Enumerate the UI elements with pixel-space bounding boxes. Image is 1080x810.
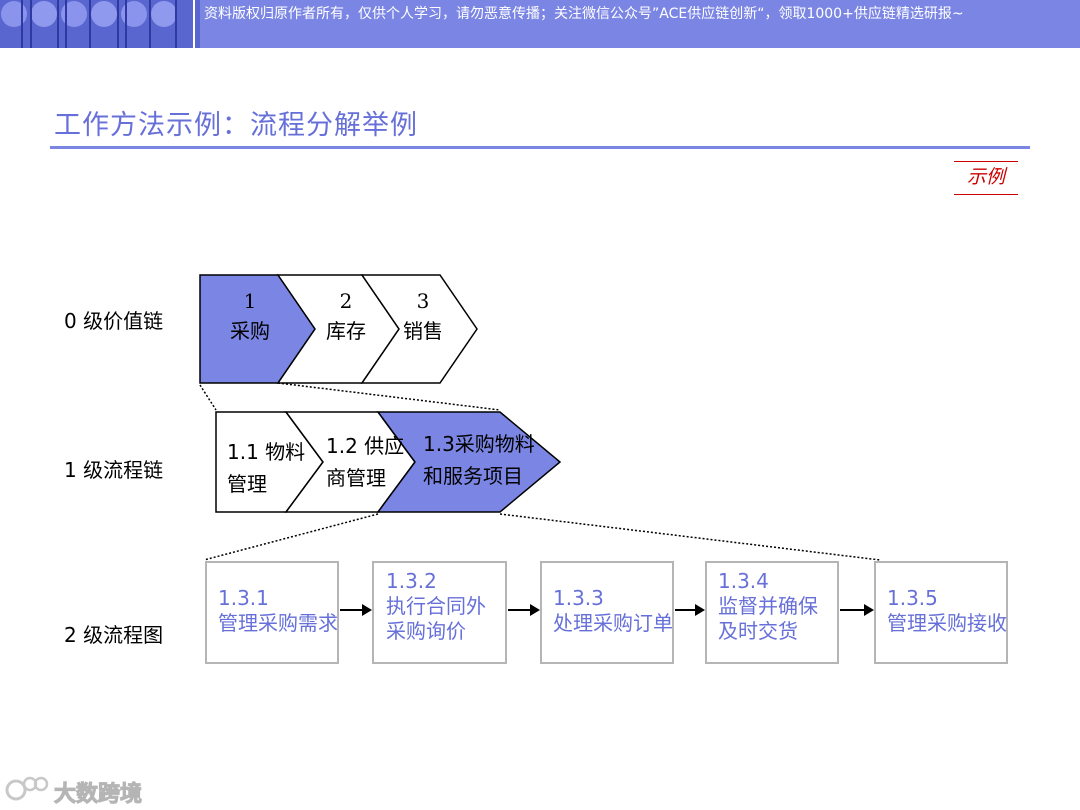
watermark: 大数跨境 [4,774,154,808]
value-chain-step-3-name: 销售 [403,319,443,343]
process-box-2[interactable] [372,561,507,664]
flow-arrow-2 [508,604,540,616]
process-chain-step-3-line1: 1.3采购物料 [423,432,535,456]
process-chain-step-2-line2: 商管理 [326,466,386,490]
value-chain-step-1-num: 1 [243,289,257,313]
process-chain-step-3[interactable] [376,411,562,513]
process-box-5-text: 1.3.5 管理采购接收 [887,586,1007,636]
value-chain-step-2-num: 2 [339,289,353,313]
process-box-2-line2: 采购询价 [386,619,466,643]
process-box-1-line1: 管理采购需求 [218,611,338,635]
process-box-3-line1: 处理采购订单 [553,611,673,635]
process-box-4-text: 1.3.4 监督并确保 及时交货 [718,569,818,644]
value-chain-step-1-text: 1 采购 [222,286,278,346]
level-1-label: 1 级流程链 [64,458,164,482]
process-box-2-line1: 执行合同外 [386,594,486,618]
process-box-1-text: 1.3.1 管理采购需求 [218,586,338,636]
value-chain-step-2-text: 2 库存 [318,286,374,346]
zoom-connector-left [199,384,217,411]
copyright-notice: 资料版权归原作者所有，仅供个人学习，请勿恶意传播；关注微信公众号”ACE供应链创… [204,6,964,22]
process-box-4-line1: 监督并确保 [718,594,818,618]
process-chain-step-1-line2: 管理 [227,472,267,496]
level-0-label: 0 级价值链 [64,309,164,333]
logo-icon [5,776,49,801]
process-box-5-line1: 管理采购接收 [887,611,1007,635]
process-chain-step-2-text: 1.2 供应 商管理 [326,430,404,494]
flow-arrow-4 [840,604,874,616]
watermark-text: 大数跨境 [53,782,143,808]
process-box-5-num: 1.3.5 [887,586,938,610]
process-box-3-num: 1.3.3 [553,586,604,610]
value-chain-step-3[interactable] [360,274,478,384]
flow-arrow-1 [340,604,372,616]
process-chain-step-3-text: 1.3采购物料 和服务项目 [423,428,535,492]
process-chain-step-1-text: 1.1 物料 管理 [227,436,305,500]
page-title: 工作方法示例：流程分解举例 [54,110,418,141]
flow-arrow-3 [675,604,705,616]
process-box-4-num: 1.3.4 [718,569,769,593]
value-chain-step-2-name: 库存 [326,319,366,343]
example-badge-label: 示例 [966,166,1005,188]
process-box-1-num: 1.3.1 [218,586,269,610]
process-chain-step-3-line2: 和服务项目 [423,464,523,488]
value-chain-step-3-text: 3 销售 [395,286,451,346]
level-2-label: 2 级流程图 [64,623,164,647]
process-box-5[interactable] [874,561,1008,664]
zoom-connector-right-2 [499,513,881,561]
zoom-connector-right [277,382,501,411]
value-chain-step-3-num: 3 [416,289,430,313]
process-box-4[interactable] [705,561,839,664]
process-box-4-line2: 及时交货 [718,619,798,643]
title-divider [50,146,1030,149]
process-box-3[interactable] [540,561,674,664]
process-box-2-text: 1.3.2 执行合同外 采购询价 [386,569,486,644]
zoom-connector-left-2 [203,513,379,561]
example-badge: 示例 [954,161,1018,195]
process-box-1[interactable] [205,561,339,664]
top-banner: 资料版权归原作者所有，仅供个人学习，请勿恶意传播；关注微信公众号”ACE供应链创… [0,0,1080,48]
banner-decoration [0,0,200,48]
value-chain-step-1-name: 采购 [230,319,270,343]
process-chain-step-1-line1: 1.1 物料 [227,440,306,464]
process-box-3-text: 1.3.3 处理采购订单 [553,586,673,636]
process-box-2-num: 1.3.2 [386,569,437,593]
process-chain-step-2-line1: 1.2 供应 [326,434,405,458]
